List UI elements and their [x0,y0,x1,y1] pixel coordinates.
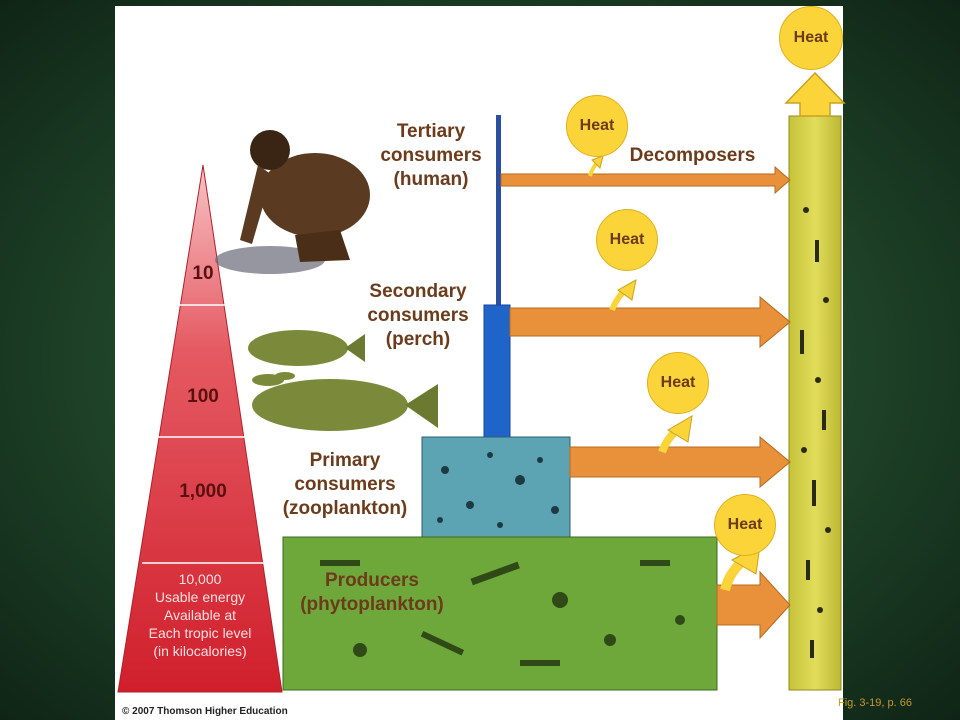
producer-arrow [716,570,791,640]
perch-fish [248,330,438,431]
secondary-arrow [509,295,791,349]
heat-top: Heat [779,6,843,70]
energy-pyramid [117,164,283,693]
decomposer-specks [800,207,831,658]
heat-tertiary: Heat [566,95,628,157]
pyramid-base-line: (in kilocalories) [153,643,247,659]
primary-label: Primary consumers (zooplankton) [282,450,408,519]
pyramid-level-100: 100 [187,386,219,407]
pyramid-level-1000: 1,000 [179,481,227,502]
decomposer-bar [788,115,842,691]
heat-secondary: Heat [596,209,658,271]
zooplankton-specks [437,452,559,528]
secondary-label: Secondary consumers (perch) [367,281,469,350]
pyramid-level-10: 10 [192,263,214,284]
phytoplankton-specks [320,560,685,666]
tertiary-arrow [500,165,791,195]
heat-primary: Heat [647,352,709,414]
decomposer-heat-arrow [784,71,846,117]
pyramid-base-line: Each tropic level [148,625,252,641]
pyramid-base-line: Usable energy [154,589,246,605]
pyramid-base-value: 10,000 [178,571,222,587]
pyramid-base-line: Available at [163,607,237,623]
decomposers-label: Decomposers [629,145,756,166]
zooplankton-block [421,436,571,543]
primary-heat-tip [667,415,693,443]
tertiary-label: Tertiary consumers (human) [380,121,482,190]
heat-producers: Heat [714,494,776,556]
secondary-column [483,304,511,441]
figure-reference: Fig. 3-19, p. 66 [838,697,912,709]
primary-arrow [569,435,791,489]
tertiary-heat-tip [591,155,604,169]
pyramid-base-text: 10,000 Usable energy Available at Each t… [118,570,282,660]
secondary-heat-tip [617,279,637,301]
copyright-text: © 2007 Thomson Higher Education [118,703,843,720]
tertiary-column [496,115,501,305]
producers-label: Producers (phytoplankton) [300,570,444,615]
human-figure [215,130,370,274]
